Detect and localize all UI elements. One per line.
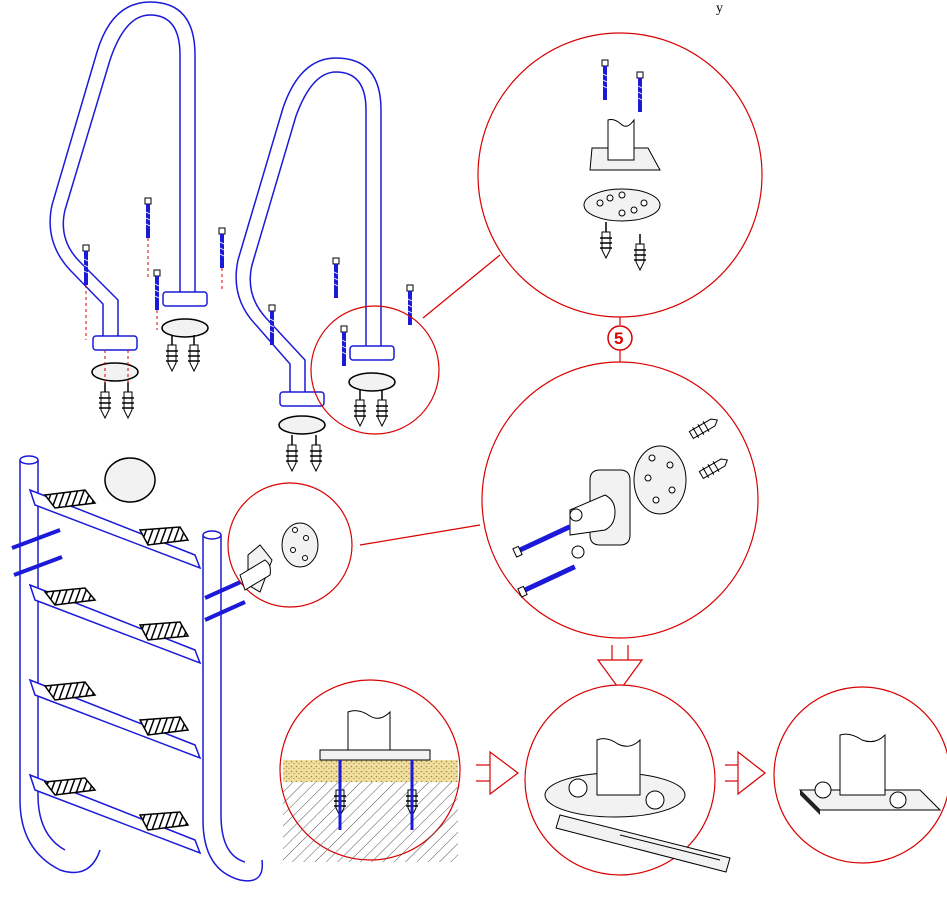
handrail-right [235, 57, 396, 435]
handrail-left [49, 1, 209, 382]
step-number: 5 [614, 329, 623, 348]
down-arrow [596, 645, 644, 692]
right-arrow-2 [725, 750, 766, 796]
handrail-base-callout [310, 305, 440, 435]
detail-finished-base [773, 686, 947, 864]
ladder [19, 455, 264, 882]
handrail-left-hardware [81, 196, 227, 419]
detail-base-cutting [524, 684, 731, 876]
ladder-mount-callout [227, 482, 353, 608]
right-arrow-1 [476, 750, 519, 796]
detail-ladder-mount [481, 361, 759, 639]
ladder-bolts [11, 528, 246, 622]
top-mark: y [716, 1, 723, 16]
detail-handrail-base-top [477, 32, 763, 318]
detail-concrete-section [279, 679, 461, 862]
